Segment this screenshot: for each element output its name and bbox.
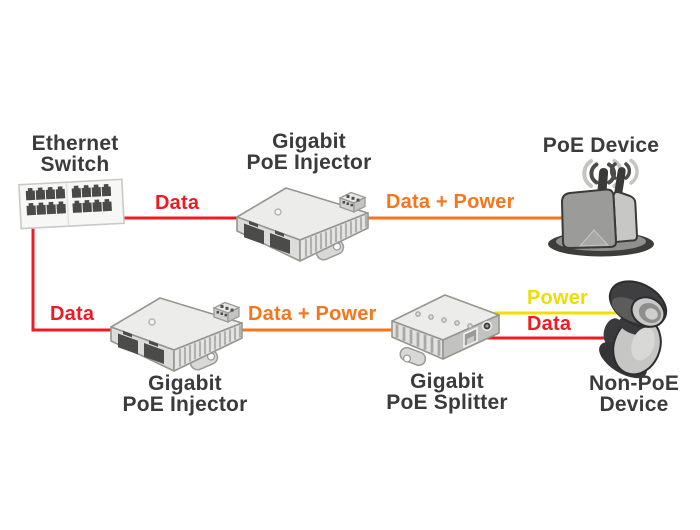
power-label: Power — [527, 287, 589, 309]
ethernet-switch-label: Ethernet Switch — [31, 132, 119, 176]
poe-device-illustration — [548, 158, 654, 257]
poe-injector-top-illustration — [235, 186, 370, 264]
data-power-label-bottom: Data + Power — [248, 303, 377, 325]
vent-slots — [395, 324, 441, 356]
data-power-label-top: Data + Power — [386, 191, 515, 213]
mounting-tab — [399, 346, 427, 367]
camera-lens — [630, 296, 666, 328]
poe-splitter-label: Gigabit PoE Splitter — [386, 370, 508, 414]
rj45-output-port — [463, 326, 478, 349]
poe-injector-bottom-illustration — [109, 296, 244, 374]
wifi-signal-arcs — [582, 158, 639, 188]
poe-device-label: PoE Device — [542, 134, 660, 157]
rj45-port-grid — [25, 184, 112, 216]
poe-injector-top-label: Gigabit PoE Injector — [246, 130, 372, 174]
non-poe-device-illustration — [599, 280, 668, 379]
wire-data-switch-to-bottom-injector — [31, 202, 122, 332]
non-poe-device-label: Non-PoE Device — [588, 372, 680, 416]
poe-injector-bottom-label: Gigabit PoE Injector — [122, 372, 248, 416]
top-vents — [415, 311, 473, 329]
poe-splitter-illustration — [391, 294, 500, 367]
camera-body — [612, 316, 662, 376]
data-label-top: Data — [155, 192, 200, 214]
data-label-bottom: Data — [50, 303, 95, 325]
data-label-right: Data — [527, 313, 572, 335]
ethernet-switch-illustration — [18, 178, 125, 230]
dc-power-jack — [482, 321, 492, 331]
device-body — [561, 188, 638, 249]
